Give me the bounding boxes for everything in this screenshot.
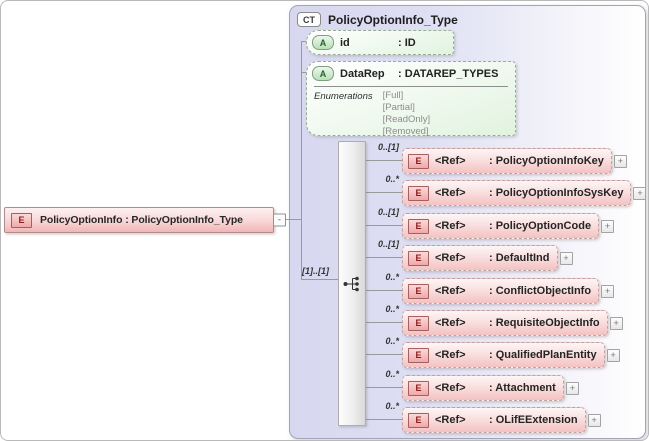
element-ref-box[interactable]: E <Ref> : RequisiteObjectInfo: [402, 310, 608, 336]
cardinality-label: 0..*: [385, 272, 399, 282]
element-ref-row: 0..* E <Ref> : Attachment +: [385, 369, 579, 401]
element-icon: E: [408, 412, 429, 428]
complex-type-title: PolicyOptionInfo_Type: [328, 12, 458, 27]
element-ref-box[interactable]: E <Ref> : PolicyOptionInfoSysKey: [402, 180, 632, 206]
enumeration-values: [Full] [Partial] [ReadOnly] [Removed]: [383, 90, 431, 137]
sequence-bar[interactable]: [338, 141, 366, 426]
enumeration-value: [Full]: [382, 90, 404, 101]
element-ref-row: 0..* E <Ref> : OLifEExtension +: [385, 401, 601, 433]
ref-type: : QualifiedPlanEntity: [489, 349, 597, 361]
expand-button[interactable]: +: [559, 251, 573, 265]
expand-button[interactable]: +: [613, 154, 627, 168]
cardinality-label: 0..*: [385, 369, 399, 379]
element-icon: E: [408, 315, 429, 331]
element-ref-row: 0..* E <Ref> : RequisiteObjectInfo +: [385, 304, 623, 336]
cardinality-label: 0..[1]: [377, 142, 399, 152]
ref-type: : RequisiteObjectInfo: [489, 317, 600, 329]
expand-button[interactable]: +: [609, 316, 623, 330]
ref-type: : PolicyOptionInfoSysKey: [489, 187, 624, 199]
attribute-type: : DATAREP_TYPES: [398, 67, 499, 80]
element-ref-row: 0..[1] E <Ref> : PolicyOptionCode +: [378, 207, 615, 239]
attribute-id-box[interactable]: A id : ID: [306, 30, 454, 55]
cardinality-label: 0..[1]: [377, 239, 399, 249]
ref-type: : OLifEExtension: [489, 414, 578, 426]
ref-label: <Ref>: [435, 414, 466, 426]
element-ref-box[interactable]: E <Ref> : DefaultInd: [402, 245, 558, 271]
element-icon: E: [408, 347, 429, 363]
cardinality-label: 0..*: [385, 336, 399, 346]
sequence-icon: [343, 276, 359, 292]
cardinality-label: 0..*: [385, 304, 399, 314]
attribute-icon: A: [312, 66, 334, 81]
ref-label: <Ref>: [435, 317, 466, 329]
element-ref-box[interactable]: E <Ref> : PolicyOptionCode: [402, 213, 600, 239]
element-icon: E: [408, 380, 429, 396]
ref-type: : PolicyOptionInfoKey: [489, 155, 604, 167]
ref-label: <Ref>: [435, 349, 466, 361]
attribute-name: id: [340, 36, 350, 49]
root-element-box[interactable]: E PolicyOptionInfo : PolicyOptionInfo_Ty…: [4, 207, 286, 233]
sequence-cardinality: [1]..[1]: [302, 266, 329, 276]
complex-type-icon: CT: [297, 12, 321, 27]
divider: [314, 86, 508, 87]
expand-button[interactable]: +: [606, 348, 620, 362]
attribute-type: : ID: [398, 36, 416, 49]
element-ref-row: 0..* E <Ref> : QualifiedPlanEntity +: [385, 336, 620, 368]
expand-button[interactable]: +: [587, 413, 601, 427]
element-icon: E: [11, 212, 32, 228]
element-ref-row: 0..* E <Ref> : ConflictObjectInfo +: [385, 272, 615, 304]
expand-button[interactable]: +: [601, 284, 615, 298]
ref-type: : Attachment: [489, 382, 556, 394]
cardinality-label: 0..*: [385, 401, 399, 411]
ref-type: : DefaultInd: [489, 252, 550, 264]
element-icon: E: [408, 185, 429, 201]
expand-button[interactable]: +: [565, 381, 579, 395]
complex-type-header: CT PolicyOptionInfo_Type: [297, 12, 458, 27]
ref-type: : PolicyOptionCode: [489, 220, 592, 232]
enumerations-label: Enumerations: [314, 91, 373, 102]
ref-label: <Ref>: [435, 155, 466, 167]
attribute-icon: A: [312, 35, 334, 50]
attribute-name: DataRep: [340, 67, 385, 80]
element-ref-row: 0..[1] E <Ref> : PolicyOptionInfoKey +: [378, 142, 627, 174]
element-ref-box[interactable]: E <Ref> : QualifiedPlanEntity: [402, 342, 605, 368]
element-ref-row: 0..* E <Ref> : PolicyOptionInfoSysKey +: [385, 174, 647, 206]
element-icon: E: [408, 218, 429, 234]
element-ref-box[interactable]: E <Ref> : Attachment: [402, 375, 564, 401]
ref-label: <Ref>: [435, 187, 466, 199]
element-ref-box[interactable]: E <Ref> : OLifEExtension: [402, 407, 586, 433]
element-ref-box[interactable]: E <Ref> : ConflictObjectInfo: [402, 278, 600, 304]
element-icon: E: [408, 283, 429, 299]
collapse-button[interactable]: -: [273, 213, 286, 227]
expand-button[interactable]: +: [633, 186, 647, 200]
ref-label: <Ref>: [435, 220, 466, 232]
element-icon: E: [408, 153, 429, 169]
enumeration-value: [ReadOnly]: [382, 114, 431, 125]
attribute-datarep-box[interactable]: A DataRep : DATAREP_TYPES Enumerations […: [306, 61, 516, 137]
ref-label: <Ref>: [435, 285, 466, 297]
ref-label: <Ref>: [435, 382, 466, 394]
cardinality-label: 0..[1]: [377, 207, 399, 217]
enumeration-value: [Partial]: [382, 102, 415, 113]
root-element-label: PolicyOptionInfo : PolicyOptionInfo_Type: [40, 214, 243, 226]
cardinality-label: 0..*: [385, 174, 399, 184]
enumerations-section: Enumerations [Full] [Partial] [ReadOnly]…: [307, 90, 515, 137]
expand-button[interactable]: +: [601, 219, 615, 233]
element-ref-box[interactable]: E <Ref> : PolicyOptionInfoKey: [402, 148, 612, 174]
ref-type: : ConflictObjectInfo: [489, 285, 592, 297]
enumeration-value: [Removed]: [382, 126, 429, 137]
element-ref-row: 0..[1] E <Ref> : DefaultInd +: [378, 239, 573, 271]
ref-label: <Ref>: [435, 252, 466, 264]
element-icon: E: [408, 250, 429, 266]
